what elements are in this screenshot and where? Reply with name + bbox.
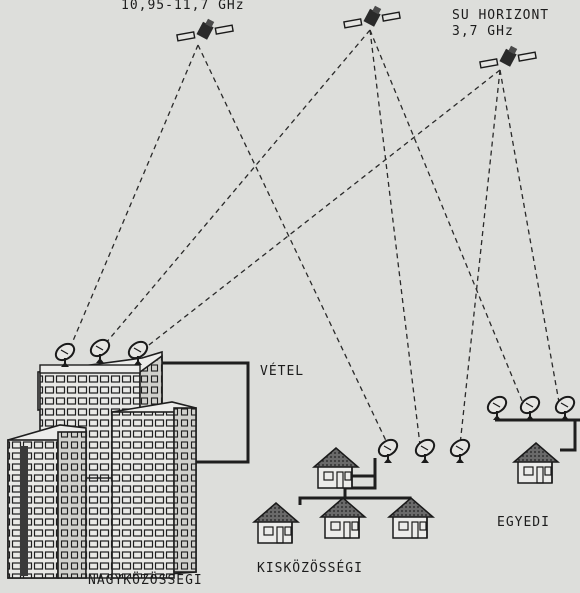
satellite-2-icon — [343, 5, 401, 29]
house-icon — [313, 447, 359, 489]
satellite-1-icon — [176, 18, 234, 42]
house-icon — [388, 497, 434, 539]
large-community-label: NAGYKÖZÖSSÉGI — [88, 573, 203, 588]
dish-icon — [551, 392, 579, 421]
satellite-1-frequency-label: 10,95-11,7 GHz — [121, 0, 245, 13]
individual-label: EGYEDI — [497, 515, 550, 530]
satellite-3-name-label: SU HORIZONT — [452, 8, 550, 23]
cable-lines — [130, 361, 580, 505]
apartment-complex — [7, 350, 197, 579]
house-icon — [513, 442, 559, 484]
house-icon — [320, 497, 366, 539]
reception-label: VÉTEL — [260, 364, 305, 379]
satellite-3-icon — [479, 45, 537, 69]
dish-icon — [516, 392, 544, 421]
dish-icon — [411, 435, 439, 464]
dish-icon — [51, 339, 79, 368]
satellite-3-frequency-label: 3,7 GHz — [452, 24, 514, 39]
signal-beams — [69, 29, 561, 446]
dish-icon — [374, 435, 402, 464]
house-icon — [253, 502, 299, 544]
small-community-label: KISKÖZÖSSÉGI — [257, 561, 363, 576]
dish-icon — [483, 392, 511, 421]
dish-icon — [446, 435, 474, 464]
